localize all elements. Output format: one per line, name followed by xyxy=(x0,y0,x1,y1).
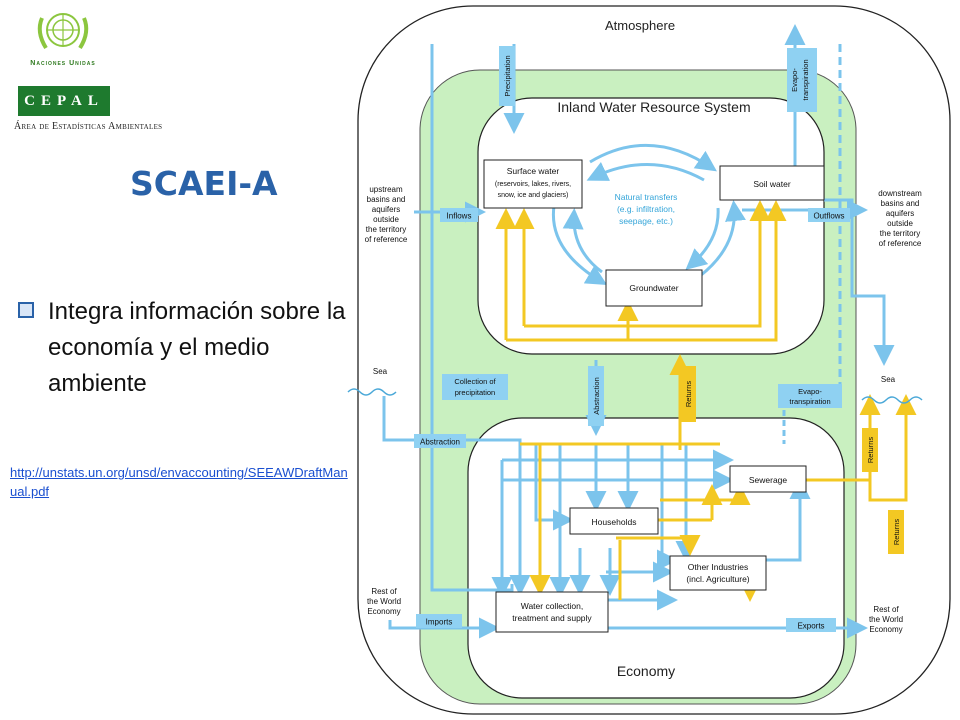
natural-transfer-left-return xyxy=(562,208,603,274)
un-emblem-logo xyxy=(37,13,89,50)
sea-wave-left-icon xyxy=(347,388,397,396)
area-label: Área de Estadísticas Ambientales xyxy=(14,121,163,132)
evapo-top-label: Evapo- xyxy=(790,68,799,92)
other-industries-node xyxy=(669,555,767,591)
row-right-label: Rest of xyxy=(873,605,899,614)
inflows-label-box xyxy=(440,208,478,222)
natural-transfer-left xyxy=(551,205,608,286)
returns-r1-label-box xyxy=(862,428,878,472)
bullet-text: Integra información sobre la economía y … xyxy=(48,298,346,397)
inflows-label: Inflows xyxy=(447,212,472,221)
water-collection-label: Water collection, xyxy=(521,601,584,611)
precipitation-label: Precipitation xyxy=(503,55,512,96)
row-left-label: Rest of xyxy=(371,587,397,596)
collection-sub: precipitation xyxy=(455,388,495,397)
sea-right-label: Sea xyxy=(881,375,896,384)
evapo-mid-label: Evapo- xyxy=(798,387,822,396)
cepal-logo: CEPAL xyxy=(18,86,110,116)
other-industries-sub: (incl. Agriculture) xyxy=(686,574,749,584)
water-flow-diagram: Atmosphere Inland Water Resource System … xyxy=(347,5,951,715)
soil-water-node xyxy=(719,165,825,201)
economy-returns-7 xyxy=(616,535,701,556)
households-node xyxy=(569,507,659,535)
sewerage-node xyxy=(729,465,807,493)
row-right-line2: the World xyxy=(869,615,903,624)
slide-title: SCAEI-A xyxy=(130,164,278,203)
soil-water-label: Soil water xyxy=(753,179,790,189)
row-left-line2: the World xyxy=(367,597,401,606)
sea-wave-right-icon xyxy=(861,396,923,404)
inland-water-system-box xyxy=(477,97,825,355)
returns-right-lower xyxy=(868,394,917,502)
natural-transfers-label: Natural transfers xyxy=(615,192,678,202)
natural-transfer-right-return xyxy=(685,207,720,270)
downstream-line2: basins and xyxy=(881,199,920,208)
upstream-line3: aquifers xyxy=(372,205,400,214)
reference-link[interactable]: http://unstats.un.org/unsd/envaccounting… xyxy=(10,465,348,499)
natural-transfer-top-return xyxy=(586,162,705,182)
upstream-line2: basins and xyxy=(367,195,406,204)
upstream-line4: outside xyxy=(373,215,399,224)
upstream-label: upstream xyxy=(369,185,403,194)
surface-water-sub2: snow, ice and glaciers) xyxy=(498,192,569,199)
returns-vertical-label: Returns xyxy=(684,381,693,408)
evapo-top-sub: transpiration xyxy=(801,59,810,100)
imports-label-box xyxy=(416,614,462,628)
households-label: Households xyxy=(592,517,637,527)
water-collection-sub: treatment and supply xyxy=(512,613,592,623)
returns-right-lower-label: Returns xyxy=(892,519,901,546)
abstraction-vertical-label: Abstraction xyxy=(592,377,601,415)
sewerage-label: Sewerage xyxy=(749,475,788,485)
evapo-mid-label-box xyxy=(778,384,842,408)
un-name-label: Naciones Unidas xyxy=(30,60,96,67)
abstraction-horizontal-label: Abstraction xyxy=(420,438,460,447)
downstream-line4: outside xyxy=(887,219,913,228)
water-collection-node xyxy=(495,591,609,633)
other-industries-label: Other Industries xyxy=(688,562,748,572)
row-right-line3: Economy xyxy=(869,625,902,634)
economy-grid-8 xyxy=(657,444,678,571)
evapo-top-label-box xyxy=(787,48,817,112)
precipitation-label-box xyxy=(499,46,515,106)
returns-right-upper-label: Returns xyxy=(866,437,875,464)
downstream-line5: the territory xyxy=(880,229,920,238)
natural-transfers-sub1: (e.g. infiltration, xyxy=(617,204,675,214)
downstream-label: downstream xyxy=(878,189,922,198)
economy-returns-3 xyxy=(660,484,751,505)
atmosphere-label: Atmosphere xyxy=(605,18,675,33)
upstream-line5: the territory xyxy=(366,225,406,234)
sea-left-label: Sea xyxy=(373,367,388,376)
surface-water-label: Surface water xyxy=(507,166,560,176)
exports-label-box xyxy=(786,618,836,632)
imports-label: Imports xyxy=(426,618,453,627)
economy-grid-14 xyxy=(766,478,811,562)
natural-transfer-top xyxy=(589,144,717,172)
bullet-square-icon xyxy=(18,302,34,318)
downstream-line6: of reference xyxy=(879,239,922,248)
inland-system-title: Inland Water Resource System xyxy=(557,99,750,115)
natural-transfers-sub2: seepage, etc.) xyxy=(619,216,673,226)
downstream-line3: aquifers xyxy=(886,209,914,218)
returns-r2-label-box xyxy=(888,510,904,554)
economy-grid-4 xyxy=(534,444,574,531)
surface-water-node xyxy=(483,159,583,209)
surface-water-sub1: (reservoirs, lakes, rivers, xyxy=(495,181,571,188)
economy-label: Economy xyxy=(617,663,675,679)
returns-inland-4 xyxy=(524,200,771,328)
outflows-label-box xyxy=(808,208,850,222)
upstream-line6: of reference xyxy=(365,235,408,244)
returns-inland-2 xyxy=(506,200,787,342)
exports-label: Exports xyxy=(797,622,824,631)
abstraction-v-label-box xyxy=(588,366,604,426)
groundwater-label: Groundwater xyxy=(629,283,678,293)
evapo-mid-sub: transpiration xyxy=(789,397,830,406)
collection-label-box xyxy=(442,374,508,400)
groundwater-node xyxy=(605,269,703,307)
abstraction-h-label-box xyxy=(414,434,466,448)
soil-outflow-line xyxy=(824,198,895,366)
returns-v-label-box xyxy=(680,366,696,422)
row-left-line3: Economy xyxy=(367,607,400,616)
collection-label: Collection of xyxy=(454,377,496,386)
outflows-label: Outflows xyxy=(813,212,844,221)
